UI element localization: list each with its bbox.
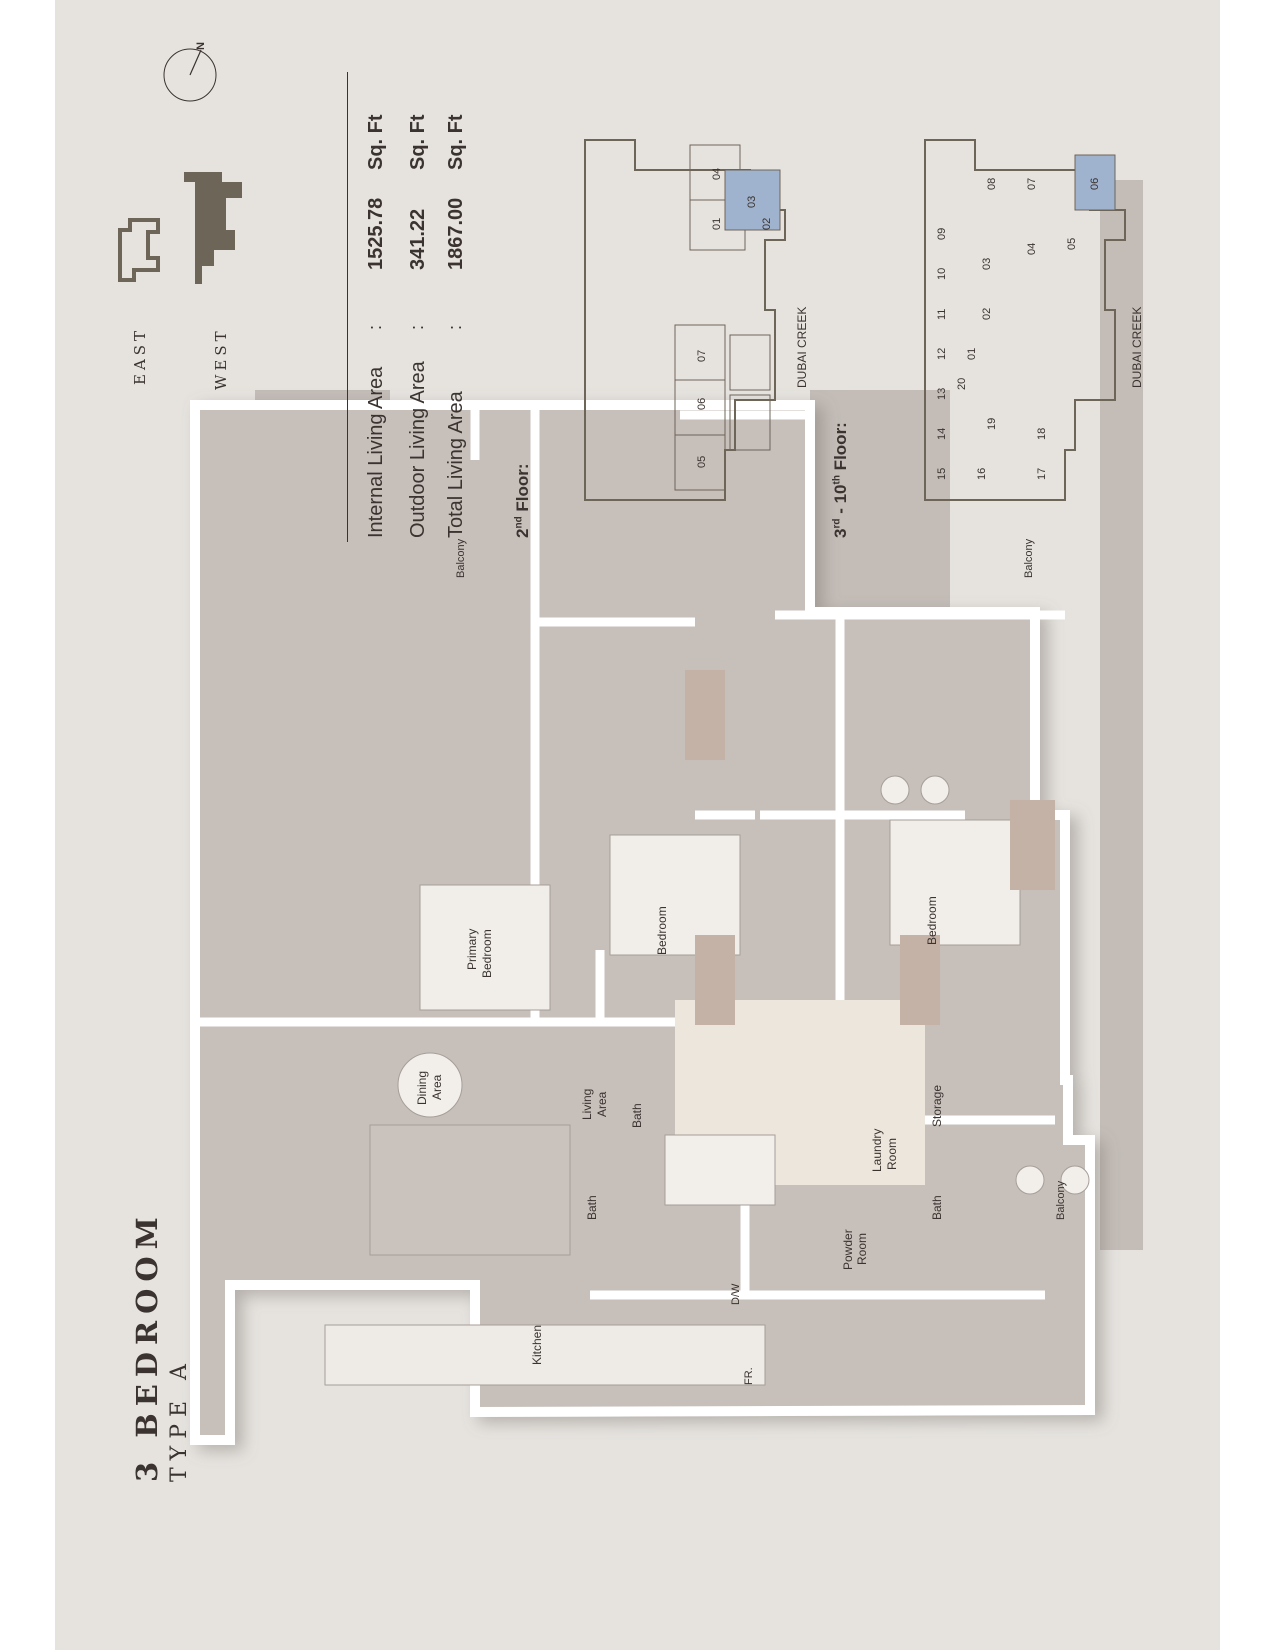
floor2-highlight bbox=[724, 169, 781, 231]
compass-icon bbox=[163, 48, 217, 102]
laundry-label-1: Laundry bbox=[870, 1128, 884, 1172]
storage-label: Storage bbox=[930, 1084, 944, 1127]
bedroom-label-2: Bedroom bbox=[655, 906, 669, 955]
svg-text:04: 04 bbox=[711, 168, 723, 180]
svg-text:11: 11 bbox=[936, 309, 948, 320]
bedroom-label-1: Bedroom bbox=[925, 896, 939, 945]
primary-bedroom-label-1: Primary bbox=[465, 928, 479, 970]
svg-text:07: 07 bbox=[1026, 178, 1038, 190]
svg-text:01: 01 bbox=[711, 218, 723, 230]
living-label-1: Living bbox=[580, 1088, 594, 1120]
floor2-key-plan: 05 06 07 01 04 02 03 bbox=[584, 139, 786, 501]
laundry-label-2: Room bbox=[885, 1137, 899, 1170]
area-sep-3: : bbox=[445, 324, 465, 330]
bath-label-3: Bath bbox=[930, 1195, 944, 1220]
wardrobe-3 bbox=[900, 935, 940, 1025]
svg-text:02: 02 bbox=[981, 308, 993, 320]
svg-text:17: 17 bbox=[1036, 468, 1048, 480]
floor3-label: 3rd - 10th Floor: bbox=[831, 422, 850, 538]
svg-text:10: 10 bbox=[936, 268, 948, 280]
floor3-key-plan: 15 14 13 12 11 10 09 16 17 18 19 20 01 0… bbox=[924, 139, 1126, 501]
bath-label-2: Bath bbox=[630, 1103, 644, 1128]
floor3-creek-label: DUBAI CREEK bbox=[1130, 306, 1144, 388]
primary-bed bbox=[419, 884, 551, 1011]
floor2-label: 2nd Floor: bbox=[513, 463, 532, 538]
svg-text:06: 06 bbox=[696, 398, 708, 410]
svg-text:08: 08 bbox=[986, 178, 998, 190]
svg-text:16: 16 bbox=[976, 468, 988, 480]
area-label-total: Total Living Area bbox=[445, 391, 467, 538]
dining-label-1: Dining bbox=[415, 1070, 429, 1105]
floor2-creek-label: DUBAI CREEK bbox=[795, 306, 809, 388]
area-value-total: 1867.00 bbox=[445, 197, 467, 270]
svg-text:07: 07 bbox=[696, 350, 708, 362]
floor-plan bbox=[190, 180, 1143, 1445]
west-label: WEST bbox=[212, 327, 230, 390]
primary-bedroom-label-2: Bedroom bbox=[480, 929, 494, 978]
svg-text:14: 14 bbox=[936, 428, 948, 440]
svg-text:04: 04 bbox=[1026, 243, 1038, 255]
svg-text:03: 03 bbox=[981, 258, 993, 270]
svg-text:19: 19 bbox=[986, 418, 998, 430]
wardrobe-4 bbox=[685, 670, 725, 760]
chair-2 bbox=[1015, 1165, 1045, 1195]
svg-text:01: 01 bbox=[966, 348, 978, 360]
bed-3 bbox=[889, 819, 1021, 946]
building-key-plan bbox=[118, 172, 242, 284]
rotated-layout: 3 BEDROOM TYPE A bbox=[55, 0, 1220, 1650]
balcony-label-1: Balcony bbox=[1023, 538, 1035, 578]
area-unit-3: Sq. Ft bbox=[445, 114, 467, 170]
area-unit-2: Sq. Ft bbox=[407, 114, 429, 170]
floor3-highlight bbox=[1074, 154, 1116, 211]
bath-label-1: Bath bbox=[585, 1195, 599, 1220]
dining-label-2: Area bbox=[430, 1074, 444, 1100]
wardrobe-2 bbox=[695, 935, 735, 1025]
bed-2 bbox=[609, 834, 741, 956]
svg-text:09: 09 bbox=[936, 228, 948, 240]
powder-label-1: Powder bbox=[841, 1229, 855, 1270]
area-sep-2: : bbox=[407, 324, 427, 330]
area-sep-1: : bbox=[365, 324, 385, 330]
svg-text:20: 20 bbox=[956, 378, 968, 390]
dishwasher-label: D/W bbox=[730, 1283, 742, 1305]
area-label-internal: Internal Living Area bbox=[365, 366, 387, 538]
east-building bbox=[118, 218, 160, 282]
wardrobe-1 bbox=[1010, 800, 1055, 890]
dining-table bbox=[397, 1052, 463, 1118]
kitchen-island bbox=[369, 1124, 571, 1256]
area-value-outdoor: 341.22 bbox=[407, 208, 429, 270]
svg-text:13: 13 bbox=[936, 388, 948, 400]
west-building bbox=[184, 172, 242, 284]
svg-text:05: 05 bbox=[696, 456, 708, 468]
east-label: EAST bbox=[131, 326, 149, 385]
living-label-2: Area bbox=[595, 1091, 609, 1117]
chair-3 bbox=[880, 775, 910, 805]
tub bbox=[664, 1134, 776, 1206]
balcony-label-3: Balcony bbox=[1055, 1180, 1067, 1220]
balcony-label-2: Balcony bbox=[455, 538, 467, 578]
powder-label-2: Room bbox=[855, 1232, 869, 1265]
svg-text:12: 12 bbox=[936, 348, 948, 360]
area-value-internal: 1525.78 bbox=[365, 197, 387, 270]
area-label-outdoor: Outdoor Living Area bbox=[407, 361, 429, 538]
brochure-page: 3 BEDROOM TYPE A bbox=[55, 0, 1220, 1650]
area-unit-1: Sq. Ft bbox=[365, 114, 387, 170]
fridge-label: FR. bbox=[743, 1367, 755, 1385]
svg-text:15: 15 bbox=[936, 468, 948, 480]
area-divider bbox=[347, 72, 348, 542]
chair-4 bbox=[920, 775, 950, 805]
kitchen-label: Kitchen bbox=[530, 1324, 544, 1365]
svg-text:18: 18 bbox=[1036, 428, 1048, 440]
svg-text:05: 05 bbox=[1066, 238, 1078, 250]
svg-text:02: 02 bbox=[761, 218, 773, 230]
balcony-top bbox=[1100, 180, 1143, 1250]
chair-1 bbox=[1060, 1165, 1090, 1195]
kitchen-counter bbox=[324, 1324, 766, 1386]
svg-text:06: 06 bbox=[1089, 178, 1101, 190]
svg-text:03: 03 bbox=[746, 196, 758, 208]
